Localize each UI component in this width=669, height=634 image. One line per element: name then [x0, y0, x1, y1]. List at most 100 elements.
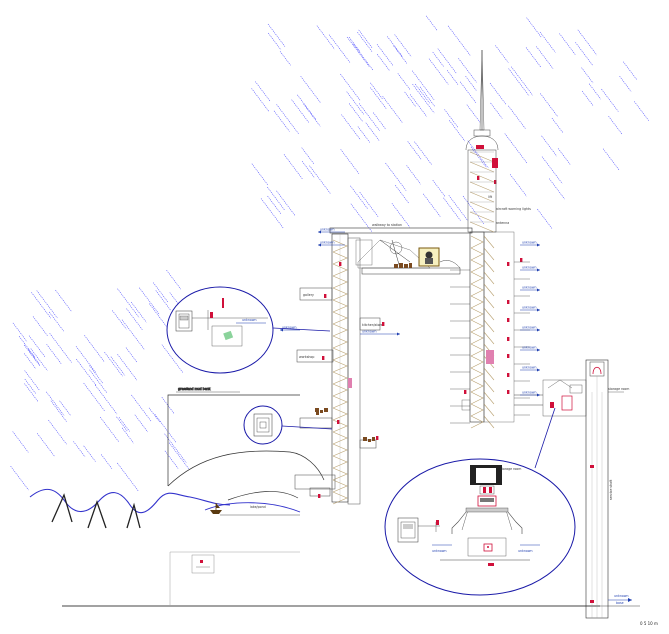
right-silo: storage room service shaft unknown base — [514, 359, 632, 619]
room-a-label: gallery — [303, 293, 314, 297]
ramp-segment — [470, 283, 484, 297]
rain-streak — [350, 185, 369, 210]
rain-streak — [161, 397, 175, 414]
rain-streak — [432, 180, 446, 197]
flow-arrow-head — [537, 288, 540, 292]
rain-streak — [251, 163, 268, 186]
rain-streak — [382, 96, 403, 123]
callout-leader-small — [281, 425, 333, 430]
rain-streak — [166, 269, 182, 290]
rain-streak — [148, 407, 160, 423]
rain-streak — [422, 193, 441, 217]
flow-arrow-label: unknown — [320, 241, 334, 245]
rain-streak — [251, 88, 270, 112]
rain-streak — [46, 344, 62, 365]
rain-streak — [291, 99, 309, 123]
ramp-segment — [332, 323, 348, 337]
ramp-segment — [332, 443, 348, 457]
rain-streak — [12, 322, 28, 342]
bottom-right-sub-label: base — [616, 601, 624, 605]
rain-streak — [341, 114, 361, 140]
ramp-segment — [332, 431, 348, 445]
callout-leader-left — [272, 327, 331, 332]
rain-streak — [49, 311, 64, 332]
rain-streak — [370, 87, 387, 110]
rain-streak — [412, 84, 435, 114]
rain-streak — [509, 174, 527, 197]
ramp-segment — [332, 383, 348, 397]
rain-streak — [12, 431, 29, 453]
rain-streak — [358, 29, 373, 49]
rain-streak — [340, 73, 361, 101]
rain-streak — [49, 333, 72, 363]
room-c-label: kitchen/store — [362, 323, 383, 327]
rain-streaks — [10, 15, 649, 492]
rain-streak — [541, 156, 563, 184]
ramp-diagonal — [483, 319, 495, 333]
rain-streak — [540, 93, 558, 117]
rain-streak — [273, 110, 290, 132]
rain-streak — [27, 348, 40, 365]
portrait-frame-icon — [418, 247, 440, 267]
right-oval-arrow-left: unknown — [432, 549, 446, 553]
rain-streak — [260, 198, 284, 229]
rain-streak — [557, 148, 571, 165]
rain-streak — [428, 58, 449, 85]
rain-streak — [267, 195, 282, 214]
rain-streak — [446, 70, 459, 85]
ramp-segment — [470, 355, 484, 369]
attic-gallery — [357, 239, 461, 275]
right-oval-arrow-right: unknown — [518, 549, 532, 553]
left-tower-rooms — [294, 287, 381, 497]
ramp-segment — [332, 335, 348, 349]
rain-streak — [346, 36, 370, 68]
ramp-segment — [332, 359, 348, 373]
rain-streak — [444, 109, 459, 128]
rain-streak — [36, 433, 55, 457]
flow-arrow-head — [537, 308, 540, 312]
callout-leader-right — [534, 407, 556, 469]
rain-streak — [155, 290, 172, 311]
ramp-segment — [470, 247, 484, 261]
silo-top-label: storage room — [608, 387, 629, 391]
boat-icon — [210, 503, 222, 514]
rain-streak — [121, 427, 134, 444]
ramp-segment — [470, 259, 484, 273]
red-marker — [477, 176, 480, 180]
right-tower — [461, 231, 515, 429]
rain-streak — [24, 378, 36, 394]
rain-streak — [153, 282, 169, 303]
bottom-right-arrow-label: unknown — [614, 594, 628, 598]
rain-streak — [407, 141, 422, 160]
shaft-label: service shaft — [609, 479, 613, 500]
red-marker — [318, 494, 321, 498]
ramp-diagonal — [483, 283, 495, 297]
rain-streak — [36, 290, 58, 319]
rain-streak — [276, 190, 296, 216]
rain-streak — [161, 344, 184, 373]
scale-legend — [191, 554, 215, 574]
red-marker — [464, 390, 467, 394]
right-oval-top-label: storage room — [500, 467, 521, 471]
rain-streak — [24, 353, 36, 369]
ramp-segment — [470, 235, 484, 249]
ramp-segment — [470, 331, 484, 345]
rain-streak — [551, 117, 564, 133]
rain-streak — [470, 146, 487, 168]
flow-arrow-head — [537, 393, 540, 397]
ramp-segment — [332, 467, 348, 481]
rain-streak — [623, 61, 637, 80]
right-tower-outlets — [450, 261, 530, 424]
rain-streak — [462, 195, 485, 225]
rain-streak — [511, 66, 534, 96]
rain-streak — [84, 335, 105, 362]
rain-streak — [437, 48, 457, 74]
rain-streak — [131, 394, 152, 422]
red-marker — [376, 436, 379, 440]
ramp-segment — [332, 455, 348, 469]
top-bridge: walkway to station — [329, 223, 473, 234]
ramp-diagonal — [483, 379, 495, 393]
rain-streak — [118, 417, 130, 432]
rain-streak — [255, 81, 271, 102]
rain-streak — [409, 94, 427, 117]
